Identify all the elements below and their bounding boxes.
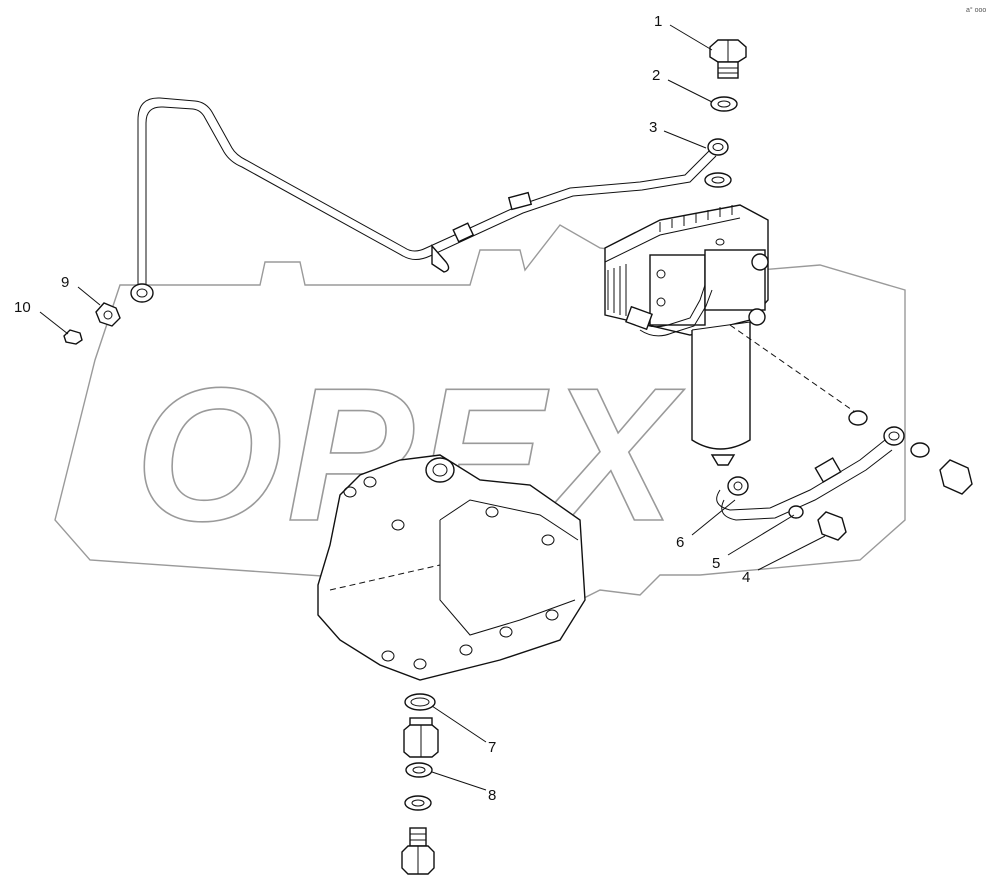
hose-crimp [814,457,842,483]
callout-1: 1 [654,13,662,30]
fitting-nut [625,305,653,331]
oil-filter-canister [691,322,751,450]
plug-left [63,329,83,345]
sealing-washer-top [710,96,738,112]
drain-plug-bottom [401,827,435,875]
callout-7: 7 [488,739,496,756]
cooler-port-right [751,253,769,271]
banjo-eye-right [883,426,905,446]
cooler-housing-block [649,254,706,326]
leader-4 [757,535,826,571]
leader-9 [77,286,101,306]
filter-drain [710,454,736,466]
block-port-top [425,457,455,483]
corner-mark: a° ooo [966,6,986,14]
leader-3 [663,130,707,149]
engine-block-section [317,454,586,681]
callout-6: 6 [676,534,684,551]
leader-8 [431,771,487,791]
sealing-washer-top-lower [704,172,732,188]
callout-8: 8 [488,787,496,804]
callout-10: 10 [14,299,31,316]
banjo-bolt-top [709,39,747,79]
oil-cooler-assembly [604,204,769,466]
callout-2: 2 [652,67,660,84]
tube-sleeve-2 [507,191,533,211]
sealing-washer-right-2 [910,442,930,458]
sealing-washer-item5 [788,505,804,519]
leader-5 [727,514,795,556]
leader-10 [39,311,69,335]
banjo-eye-lower [727,476,749,496]
banjo-eye-top [707,138,729,156]
leader-1 [669,24,713,51]
sealing-ring-item7 [404,693,436,711]
bolt-item4 [817,511,847,541]
leader-2 [667,79,713,103]
banjo-bolt-right [939,459,973,495]
adapter-fitting-item8 [403,717,439,758]
leader-6 [691,499,736,536]
oil-hose-right [716,324,973,541]
banjo-eye-left [130,283,154,303]
callout-3: 3 [649,119,657,136]
leader-lines [39,24,826,791]
callout-labels: 1 2 3 4 5 6 7 8 9 10 [14,13,750,804]
callout-4: 4 [742,569,750,586]
callout-5: 5 [712,555,720,572]
sealing-washer-item8-1 [405,762,433,778]
leader-7 [431,705,487,743]
oil-tube-long [130,97,729,303]
sealing-washer-right-1 [848,410,868,426]
tube-bracket [431,244,450,273]
callout-9: 9 [61,274,69,291]
cooler-port-lower [748,308,766,326]
sealing-washer-item8-2 [404,795,432,811]
banjo-bolt-left [95,302,121,327]
tube-sleeve-1 [452,222,475,243]
